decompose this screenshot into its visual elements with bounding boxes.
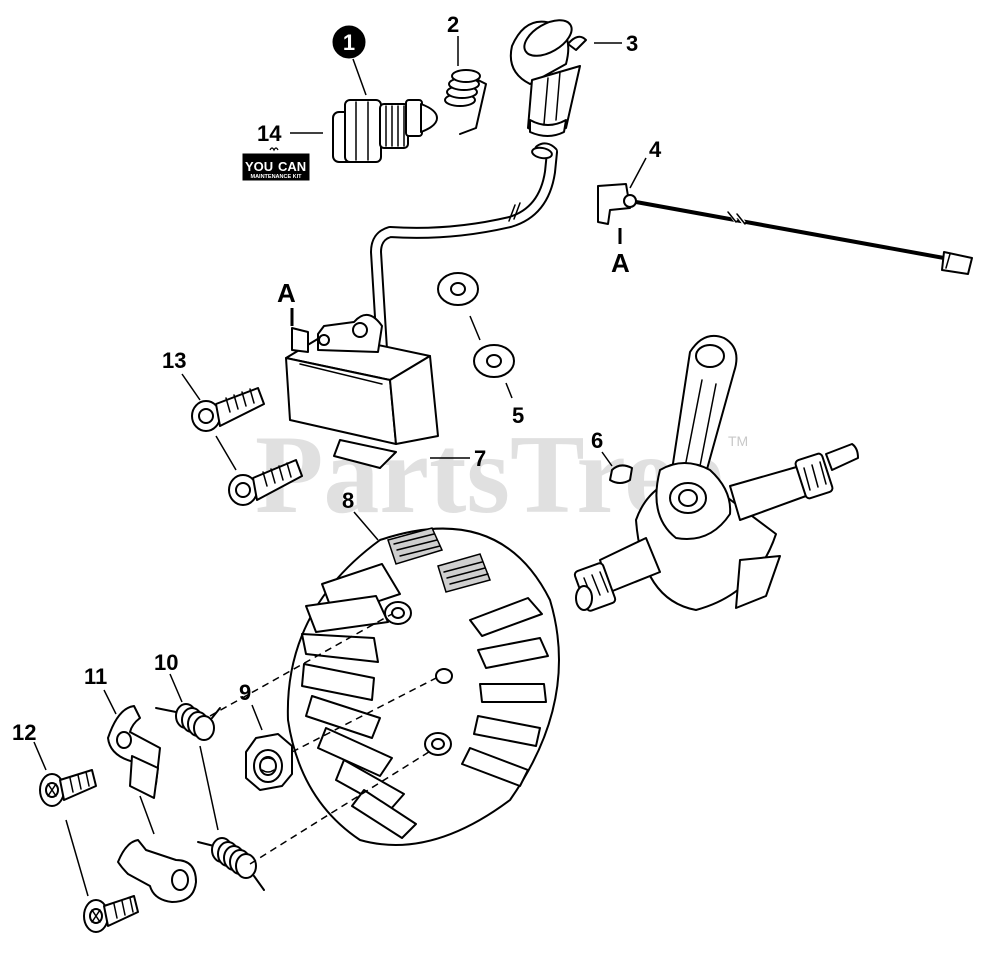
callout-2: 2 (447, 12, 459, 37)
ref-mark-a-upper: A (611, 248, 630, 278)
pawl-screw-part-12-b[interactable] (83, 895, 139, 933)
badge-you: YOU (245, 159, 273, 174)
leader-10b (199, 745, 219, 831)
leader-9 (251, 704, 263, 731)
callout-3: 3 (626, 31, 638, 56)
spacers-part-5[interactable] (437, 272, 515, 378)
align-line-nut (291, 675, 441, 753)
watermark-trademark: TM (728, 433, 748, 449)
wire-break-mark (508, 202, 521, 222)
leader-13b (215, 435, 237, 471)
callout-6: 6 (591, 428, 603, 453)
leader-13 (181, 373, 201, 401)
pawl-spring-part-10-b[interactable] (197, 837, 265, 891)
pawl-part-11-b[interactable] (117, 839, 197, 903)
callout-7: 7 (474, 446, 486, 471)
leader-8 (353, 511, 379, 541)
leader-1 (352, 58, 367, 96)
you-can-maintenance-kit-badge: YOU CAN MAINTENANCE KIT (242, 147, 310, 181)
callout-14: 14 (257, 121, 282, 146)
leader-5b (505, 382, 513, 399)
callout-13: 13 (162, 348, 186, 373)
callout-4: 4 (649, 137, 662, 162)
pawl-part-11-a[interactable] (107, 705, 161, 799)
ref-mark-a-coil: A (277, 278, 296, 308)
callout-8: 8 (342, 488, 354, 513)
spark-plug-boot-part-3[interactable] (509, 13, 587, 137)
pawl-screw-part-12-a[interactable] (39, 769, 97, 807)
pawl-spring-part-10-a[interactable] (155, 703, 221, 741)
coil-screw-part-13-b[interactable] (228, 459, 303, 506)
leader-4 (629, 157, 647, 189)
callout-12: 12 (12, 720, 36, 745)
leader-12b (65, 819, 89, 897)
ground-wire-part-4[interactable] (597, 183, 973, 275)
leader-12 (33, 741, 47, 771)
flywheel-part-8[interactable] (286, 527, 560, 846)
callout-9: 9 (239, 680, 251, 705)
spark-spring-part-2[interactable] (444, 69, 487, 135)
leader-6 (601, 451, 613, 467)
ignition-coil-part-7[interactable] (285, 314, 439, 469)
callout-11: 11 (84, 664, 107, 689)
leader-11b (139, 795, 155, 835)
coil-screw-part-13-a[interactable] (191, 387, 265, 432)
flywheel-nut-part-9[interactable] (245, 733, 293, 791)
leader-10 (169, 673, 183, 703)
leader-5a (469, 315, 481, 341)
crankshaft (573, 334, 859, 612)
badge-can: CAN (278, 159, 306, 174)
callout-1: 1 (343, 30, 355, 55)
callout-10: 10 (154, 650, 178, 675)
align-line-spring-a (209, 613, 393, 717)
callout-1-circle (332, 25, 366, 59)
badge-maintenance-kit: MAINTENANCE KIT (250, 174, 302, 180)
callout-5: 5 (512, 403, 524, 428)
spark-plug-part-14[interactable] (332, 99, 438, 163)
leader-11 (103, 689, 117, 715)
woodruff-key-part-6[interactable] (609, 464, 633, 484)
